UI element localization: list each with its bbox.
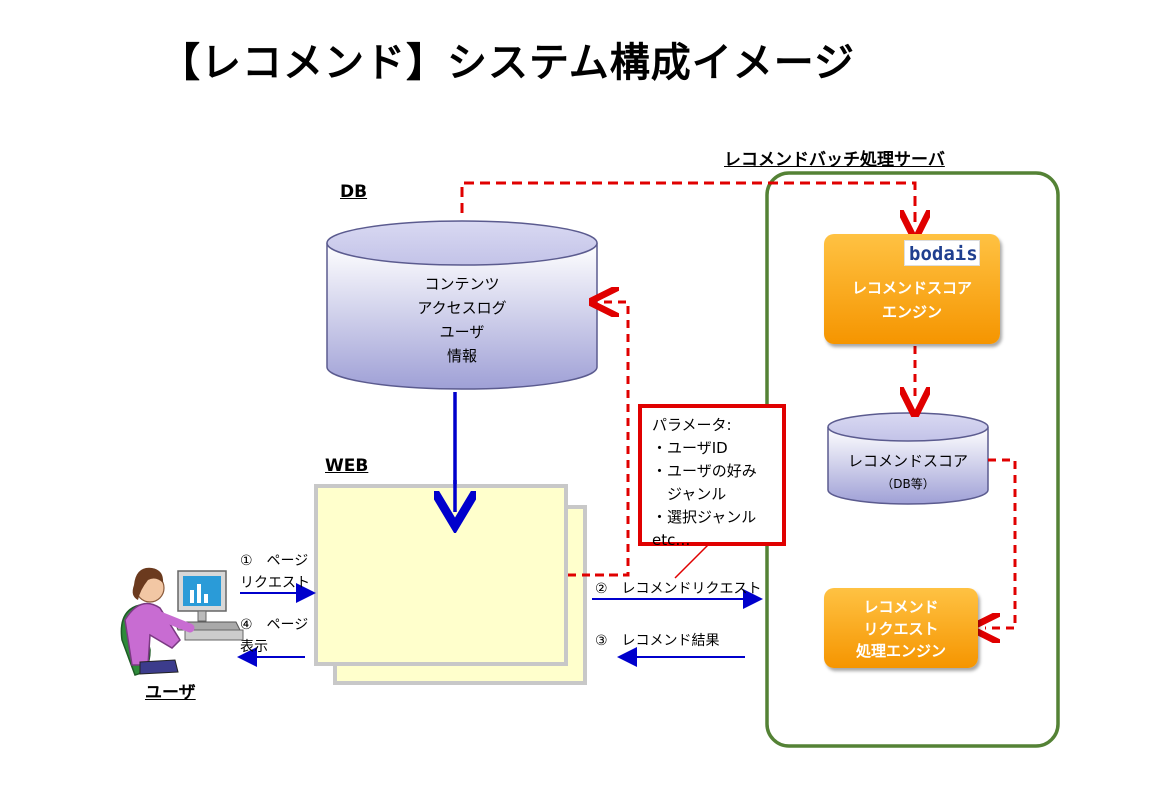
step4-label: ④ ページ 表示 (240, 614, 308, 658)
param-line-etc: etc… (652, 531, 691, 549)
request-engine-box: レコメンド リクエスト 処理エンジン (824, 588, 978, 668)
db-line-info: 情報 (446, 347, 477, 365)
db-line-user: ユーザ (439, 323, 485, 341)
step1-line2: リクエスト (240, 575, 310, 591)
param-line-genre: ジャンル (652, 485, 727, 503)
param-line-userid: ・ユーザID (652, 439, 728, 457)
db-cylinder (326, 220, 598, 390)
param-line-preference: ・ユーザの好み (652, 462, 757, 480)
param-line-selected: ・選択ジャンル (652, 508, 757, 526)
score-engine-box: bodais レコメンドスコア エンジン (824, 234, 1000, 344)
step4-line1: ④ ページ (240, 617, 309, 633)
param-line-title: パラメータ: (652, 416, 732, 434)
db-label: DB (340, 182, 368, 202)
step1-label: ① ページ リクエスト (240, 550, 310, 594)
request-engine-line1: レコメンド (863, 598, 939, 616)
score-db-cylinder (827, 412, 989, 505)
score-db-name: レコメンドスコア (847, 452, 968, 470)
step3-label: ③ レコメンド結果 (595, 633, 720, 649)
step2-label: ② レコメンドリクエスト (595, 581, 762, 597)
db-line-accesslog: アクセスログ (417, 299, 507, 317)
score-db-sub: （DB等） (881, 477, 935, 491)
page-title: 【レコメンド】システム構成イメージ (160, 40, 855, 86)
step4-line2: 表示 (240, 639, 268, 655)
score-engine-line2: エンジン (881, 303, 942, 321)
request-engine-line3: 処理エンジン (855, 642, 946, 660)
step1-line1: ① ページ (240, 553, 309, 569)
param-box: パラメータ: ・ユーザID ・ユーザの好み ジャンル ・選択ジャンル etc… (638, 404, 786, 549)
score-engine-text: レコメンドスコア エンジン (824, 276, 1000, 324)
user-label: ユーザ (145, 683, 196, 703)
db-contents-text: コンテンツ アクセスログ ユーザ 情報 (387, 272, 537, 368)
db-to-engine-arrow (460, 181, 915, 225)
db-line-contents: コンテンツ (424, 275, 500, 293)
web-label: WEB (325, 456, 369, 476)
score-engine-line1: レコメンドスコア (851, 279, 972, 297)
batch-server-label: レコメンドバッチ処理サーバ (724, 150, 945, 170)
score-db-text: レコメンドスコア （DB等） (828, 450, 988, 492)
scoredb-to-request-arrow (985, 458, 1017, 628)
param-callout-line (674, 544, 709, 579)
bodais-logo: bodais (904, 240, 980, 266)
request-engine-line2: リクエスト (863, 620, 939, 638)
